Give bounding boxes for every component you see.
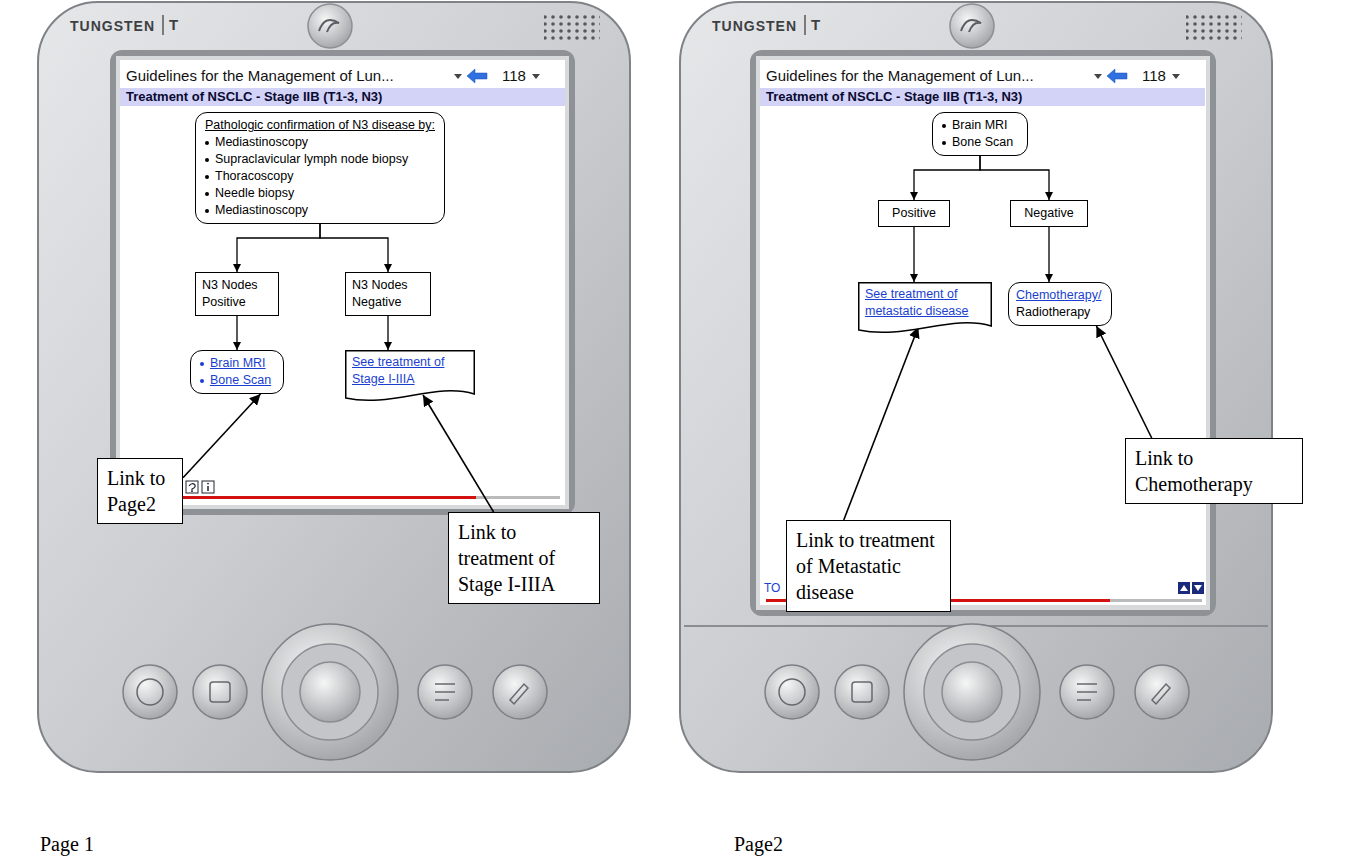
callout-text: Link to Page2 [107, 465, 173, 517]
flow-arrow [913, 227, 914, 282]
callout-text: Link to Chemotherapy [1135, 445, 1293, 497]
callout-box: Link to Chemotherapy [1125, 438, 1303, 504]
scroll-down-button [1192, 582, 1204, 594]
node-text: Brain MRI [198, 355, 276, 372]
result-box: N3 Nodes Positive [195, 272, 279, 316]
flow-arrow [914, 156, 980, 200]
scroll-track [1110, 599, 1202, 602]
node-text: Bone Scan [940, 134, 1020, 151]
device-buttons [123, 624, 547, 760]
flow-arrow [320, 224, 388, 272]
scroll-down-mark [1194, 585, 1202, 591]
document-link: See treatment of Stage I-IIIA [345, 350, 475, 404]
document-shape-outline [859, 283, 992, 333]
screen-header-text: Guidelines for the Management of Lun... [126, 67, 394, 85]
screen-frame [116, 56, 569, 509]
scroll-track [476, 496, 560, 499]
screen-title: Treatment of NSCLC - Stage IIB (T1-3, N3… [766, 88, 1022, 106]
info-icon-mark [207, 486, 209, 491]
screen-header-text: 118 [502, 67, 526, 85]
screen-title: Treatment of NSCLC - Stage IIB (T1-3, N3… [126, 88, 382, 106]
device-top [163, 4, 600, 48]
node-text: N3 Nodes Negative [352, 277, 424, 311]
callout-box: Link to Page2 [97, 458, 183, 524]
node-text: Thoracoscopy [203, 168, 437, 185]
node-text: Negative [1017, 205, 1081, 222]
result-box: Negative [1010, 200, 1088, 227]
help-icon-mark [189, 484, 195, 491]
brand-name: TUNGSTEN [70, 18, 155, 34]
callout-box: Link to treatment of Stage I-IIIA [448, 512, 600, 604]
flow-arrow [236, 316, 237, 350]
test-box: Brain MRIBone Scan [932, 112, 1028, 156]
help-icon-mark [191, 490, 193, 492]
page-caption: Page2 [734, 832, 783, 856]
callout-arrow [844, 327, 919, 520]
node-text: Radiotherapy [1016, 304, 1104, 321]
toolbar-link: TO [764, 581, 780, 595]
result-box: N3 Nodes Negative [345, 272, 431, 316]
node-text: Chemotherapy/ [1016, 287, 1104, 304]
screen-header-text: Guidelines for the Management of Lun... [766, 67, 1034, 85]
model-letter: T [169, 16, 178, 33]
scroll-up-button [1178, 582, 1190, 594]
help-icon [186, 481, 198, 493]
document-shape-outline [346, 351, 475, 401]
flow-arrow [980, 156, 1049, 200]
node-text: Bone Scan [198, 372, 276, 389]
flow-arrow [1048, 227, 1049, 282]
screen-header-text: 118 [1142, 67, 1166, 85]
node-text: See treatment of Stage I-IIIA [352, 354, 468, 388]
result-box: Positive [878, 200, 950, 227]
node-text: Pathologic confirmation of N3 disease by… [203, 117, 437, 134]
pda-body [680, 2, 1272, 772]
info-icon-mark [207, 483, 209, 485]
screen-bezel [750, 50, 1216, 616]
callout-arrow [423, 395, 494, 512]
flow-arrow [237, 224, 320, 272]
treatment-box: Chemotherapy/Radiotherapy [1008, 282, 1112, 326]
document-link: See treatment of metastatic disease [858, 282, 992, 336]
node-text: Mediastinoscopy [203, 134, 437, 151]
pda-screen: Guidelines for the Management of Lun... 1… [120, 60, 565, 505]
node-text: Positive [885, 205, 943, 222]
model-letter: T [811, 16, 820, 33]
screen-bezel [110, 50, 575, 515]
node-text: N3 Nodes Positive [202, 277, 272, 311]
page-caption: Page 1 [40, 832, 94, 856]
node-text: Brain MRI [940, 117, 1020, 134]
callout-text: Link to treatment of Stage I-IIIA [458, 519, 590, 597]
pda-body [38, 2, 630, 772]
brand-name: TUNGSTEN [712, 18, 797, 34]
callout-text: Link to treatment of Metastatic disease [796, 527, 941, 605]
flow-arrow [387, 316, 388, 350]
node-text: Mediastinoscopy [203, 202, 437, 219]
scroll-up-mark [1180, 585, 1188, 591]
screen-ground [120, 60, 565, 505]
node-text: See treatment of metastatic disease [865, 286, 985, 320]
node-text: Supraclavicular lymph node biopsy [203, 151, 437, 168]
info-icon [202, 481, 214, 493]
device-top [805, 4, 1242, 48]
node-text: Needle biopsy [203, 185, 437, 202]
callout-box: Link to treatment of Metastatic disease [786, 520, 951, 612]
procedure-box: Pathologic confirmation of N3 disease by… [195, 112, 445, 224]
device-buttons [765, 624, 1189, 760]
link-box: Brain MRIBone Scan [190, 350, 284, 394]
callout-arrow [183, 394, 261, 478]
callout-arrow [1096, 326, 1151, 438]
